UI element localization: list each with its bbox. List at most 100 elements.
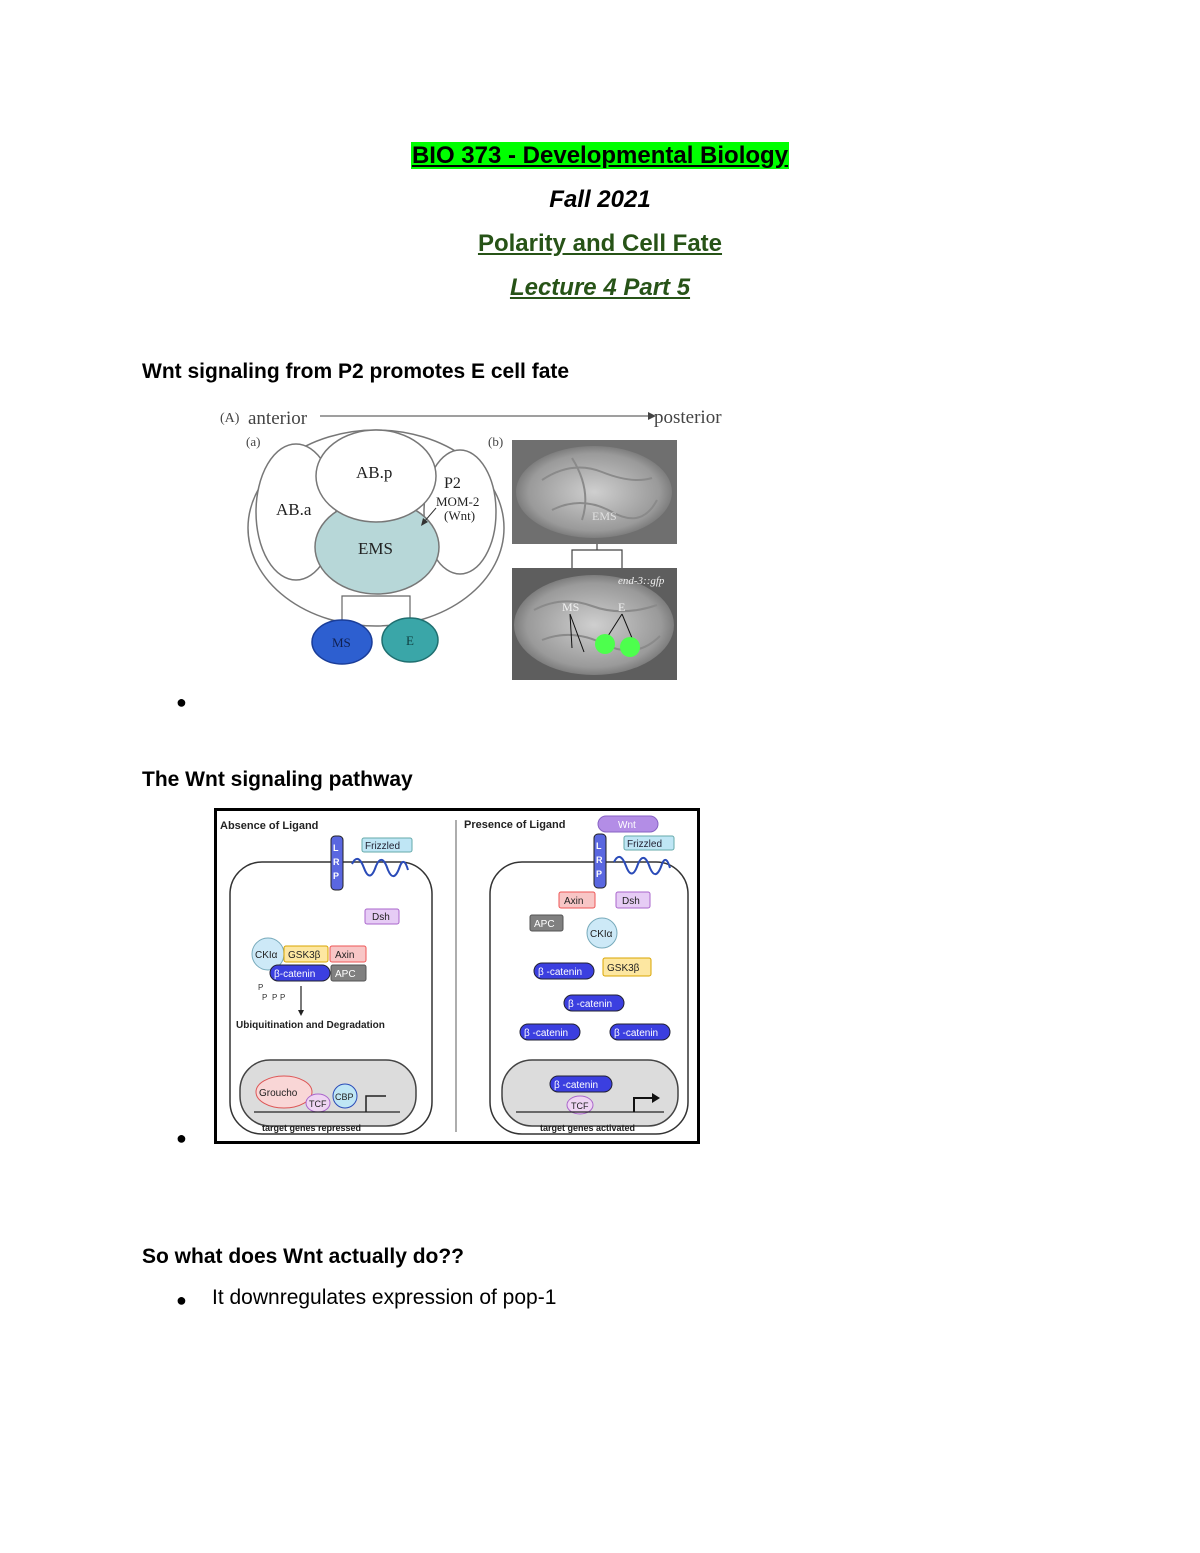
gfp-e-cell-2 (620, 637, 640, 657)
fig1-sub-a: (a) (246, 434, 260, 449)
e-lineage-arrow-1 (607, 613, 623, 637)
absence-dsh-label: Dsh (372, 912, 390, 923)
presence-lrp-r: R (596, 855, 603, 865)
absence-cbp (332, 1083, 358, 1109)
cell-e (381, 617, 439, 663)
absence-phospho-1: P (258, 983, 263, 992)
absence-lrp-l: L (333, 843, 339, 853)
presence-bcatenin-3-label: β -catenin (524, 1028, 568, 1039)
absence-frizzled-receptor (351, 857, 409, 877)
presence-bcatenin-3 (519, 1023, 581, 1041)
course-title: BIO 373 - Developmental Biology (0, 142, 1200, 170)
presence-title: Presence of Ligand (464, 819, 565, 831)
presence-bcatenin-4 (609, 1023, 671, 1041)
absence-phospho-3: P (272, 993, 277, 1002)
section-heading-wnt-p2: Wnt signaling from P2 promotes E cell fa… (142, 360, 570, 383)
absence-axin (329, 945, 367, 963)
fig1-arrowhead (648, 412, 656, 420)
label-ab-a: AB.a (276, 500, 312, 519)
cell-ms (311, 619, 373, 665)
presence-lrp-p: P (596, 869, 602, 879)
fig1-panel-label: (A) (220, 411, 240, 426)
absence-cbp-label: CBP (335, 1092, 354, 1102)
presence-nucleus (501, 1059, 679, 1127)
presence-frizzled-label: Frizzled (627, 839, 662, 850)
presence-dsh (615, 891, 651, 909)
presence-ckia (586, 917, 618, 949)
presence-bcatenin-1 (533, 962, 595, 980)
label-e: E (406, 633, 414, 648)
presence-bcatenin-2-label: β -catenin (568, 999, 612, 1010)
presence-ckia-label: CKIα (590, 929, 613, 940)
presence-tcf-label: TCF (571, 1101, 589, 1111)
label-ms: MS (332, 635, 351, 650)
presence-tcf (566, 1095, 594, 1115)
absence-bcatenin-label: β-catenin (274, 969, 315, 980)
section-heading-wnt-function: So what does Wnt actually do?? (142, 1245, 465, 1268)
absence-phospho-4: P (280, 993, 285, 1002)
section-heading-wnt-pathway: The Wnt signaling pathway (142, 768, 413, 791)
presence-activation-arrow (633, 1097, 654, 1112)
micrograph-label-ms: MS (562, 600, 579, 614)
wnt-signal-arrow (423, 507, 437, 523)
bullet-empty-1: ● (176, 692, 187, 712)
presence-gsk-label: GSK3β (607, 963, 640, 974)
fig1-axis-anterior: anterior (248, 408, 308, 429)
absence-bcatenin (269, 964, 331, 982)
absence-gsk (283, 945, 329, 963)
bullet-pop1: ● (176, 1290, 187, 1310)
lineage-lines (341, 595, 411, 624)
absence-degradation-label: Ubiquitination and Degradation (236, 1020, 385, 1031)
absence-frizzled-label: Frizzled (365, 841, 400, 852)
course-title-text: BIO 373 - Developmental Biology (410, 142, 790, 169)
bullet-empty-2: ● (176, 1128, 187, 1148)
micrograph-label-reporter: end-3::gfp (618, 575, 665, 587)
topic-title: Polarity and Cell Fate (477, 230, 723, 257)
absence-dsh (364, 908, 400, 925)
presence-wnt (597, 815, 659, 833)
absence-frizzled-box (361, 837, 413, 853)
absence-lrp-r: R (333, 857, 340, 867)
presence-lrp (593, 833, 607, 889)
presence-dsh-label: Dsh (622, 896, 640, 907)
ms-lineage-arrow-2 (569, 613, 585, 653)
presence-wnt-label: Wnt (618, 820, 636, 831)
presence-axin (558, 891, 596, 909)
absence-ckia-label: CKIα (255, 950, 278, 961)
micrograph-top-embryo (516, 446, 672, 538)
micrograph-label-ems: EMS (592, 509, 617, 523)
e-lineage-arrow-2 (621, 613, 633, 639)
absence-axin-label: Axin (335, 950, 354, 961)
presence-bcatenin-nuclear-label: β -catenin (554, 1080, 598, 1091)
label-wnt: (Wnt) (444, 508, 475, 523)
absence-lrp (330, 835, 344, 891)
absence-gsk-label: GSK3β (288, 950, 321, 961)
presence-apc-label: APC (534, 919, 555, 930)
label-mom2: MOM-2 (436, 494, 479, 509)
figure-wnt-pathway: Absence of Ligand L R P Frizzled Dsh CKI… (214, 808, 700, 1144)
bullet-text-pop1: It downregulates expression of pop-1 (212, 1286, 557, 1309)
absence-target-label: target genes repressed (262, 1123, 361, 1133)
presence-bcatenin-nuclear (549, 1075, 613, 1093)
absence-tcf-label: TCF (309, 1099, 327, 1109)
absence-lrp-p: P (333, 871, 339, 881)
absence-apc (330, 964, 367, 982)
absence-apc-label: APC (335, 969, 356, 980)
term-label: Fall 2021 (549, 186, 651, 213)
absence-groucho-label: Groucho (259, 1088, 298, 1099)
absence-groucho (255, 1075, 313, 1109)
gfp-e-cell-1 (595, 634, 615, 654)
micrograph-bottom-embryo (514, 575, 674, 675)
figure-embryo-wnt: (A) anterior posterior (a) (b) AB.a AB.p… (220, 407, 722, 680)
absence-title: Absence of Ligand (220, 820, 318, 832)
presence-bcatenin-2 (563, 994, 625, 1012)
fig1-axis-posterior: posterior (654, 407, 722, 428)
presence-target-label: target genes activated (540, 1123, 635, 1133)
label-ems: EMS (358, 539, 393, 558)
absence-repression-symbol (365, 1095, 386, 1112)
fig1-sub-b: (b) (488, 434, 503, 449)
micrograph-lineage-lines (571, 549, 623, 568)
presence-frizzled-box (623, 835, 675, 851)
presence-lrp-l: L (596, 841, 602, 851)
presence-axin-label: Axin (564, 896, 583, 907)
